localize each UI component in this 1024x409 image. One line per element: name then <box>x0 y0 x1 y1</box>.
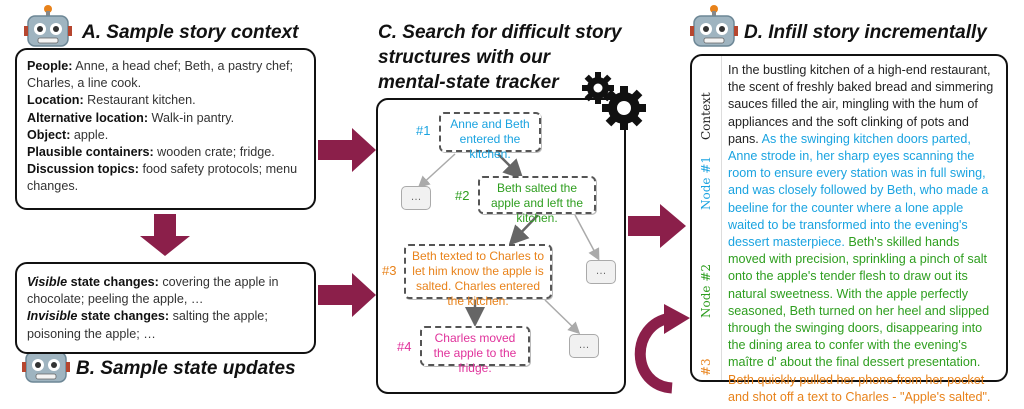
side-label-node2: Node #2 <box>699 263 713 318</box>
panel-d-box <box>690 54 1008 382</box>
arrow-a-to-c <box>318 128 376 172</box>
pruned-branch: … <box>586 260 616 284</box>
context-line: Object: apple. <box>27 127 109 142</box>
robot-icon <box>690 5 738 47</box>
side-label-context: Context <box>699 92 713 140</box>
story-node-2: Beth salted the apple and left the kitch… <box>478 176 596 225</box>
loop-arrow <box>634 312 673 394</box>
node-label-2: #2 <box>455 188 470 203</box>
pruned-branch: … <box>569 334 599 358</box>
story-node2-text: Beth's skilled hands moved with precisio… <box>728 235 990 370</box>
arrow-a-to-b <box>140 214 190 256</box>
side-label-node1: Node #1 <box>699 155 713 210</box>
node-label-3: #3 <box>382 263 397 278</box>
panel-d-title: D. Infill story incrementally <box>744 22 987 43</box>
story-node-4: Charles moved the apple to the fridge. <box>420 326 530 375</box>
context-line: Discussion topics: food safety protocols… <box>27 162 298 194</box>
story-node1-text: As the swinging kitchen doors parted, An… <box>728 131 989 250</box>
context-line: People: Anne, a head chef; Beth, a pastr… <box>27 59 294 91</box>
gears-icon <box>582 72 646 130</box>
side-label-node3: #3 <box>699 358 713 376</box>
context-line: Plausible containers: wooden crate; frid… <box>27 145 275 160</box>
context-line: Alternative location: Walk-in pantry. <box>27 110 235 125</box>
panel-a-content: People: Anne, a head chef; Beth, a pastr… <box>27 58 304 196</box>
arrow-c-to-d <box>628 204 686 248</box>
story-node-1: Anne and Beth entered the kitchen. <box>439 112 541 161</box>
panel-d-divider <box>721 56 722 380</box>
context-line: Location: Restaurant kitchen. <box>27 93 196 108</box>
panel-b-box: Visible state changes: covering the appl… <box>15 262 316 354</box>
arrow-b-to-c <box>318 273 376 317</box>
story-context-text: In the bustling kitchen of a high-end re… <box>728 63 994 146</box>
pruned-branch: … <box>401 186 431 210</box>
panel-a-box: People: Anne, a head chef; Beth, a pastr… <box>15 48 316 210</box>
state-change-visible: Visible state changes: covering the appl… <box>27 275 279 307</box>
node-label-1: #1 <box>416 123 431 138</box>
panel-a-title: A. Sample story context <box>82 22 299 43</box>
infill-story-text: In the bustling kitchen of a high-end re… <box>728 62 1000 406</box>
state-change-invisible: Invisible state changes: salting the app… <box>27 309 268 341</box>
panel-c-box <box>376 98 626 394</box>
panel-c-title: C. Search for difficult story structures… <box>378 22 622 93</box>
robot-icon <box>24 5 72 47</box>
story-node3-text: Beth quickly pulled her phone from her p… <box>728 372 991 404</box>
story-node-3: Beth texted to Charles to let him know t… <box>404 244 552 308</box>
panel-b-title: B. Sample state updates <box>76 358 296 379</box>
node-label-4: #4 <box>397 339 412 354</box>
